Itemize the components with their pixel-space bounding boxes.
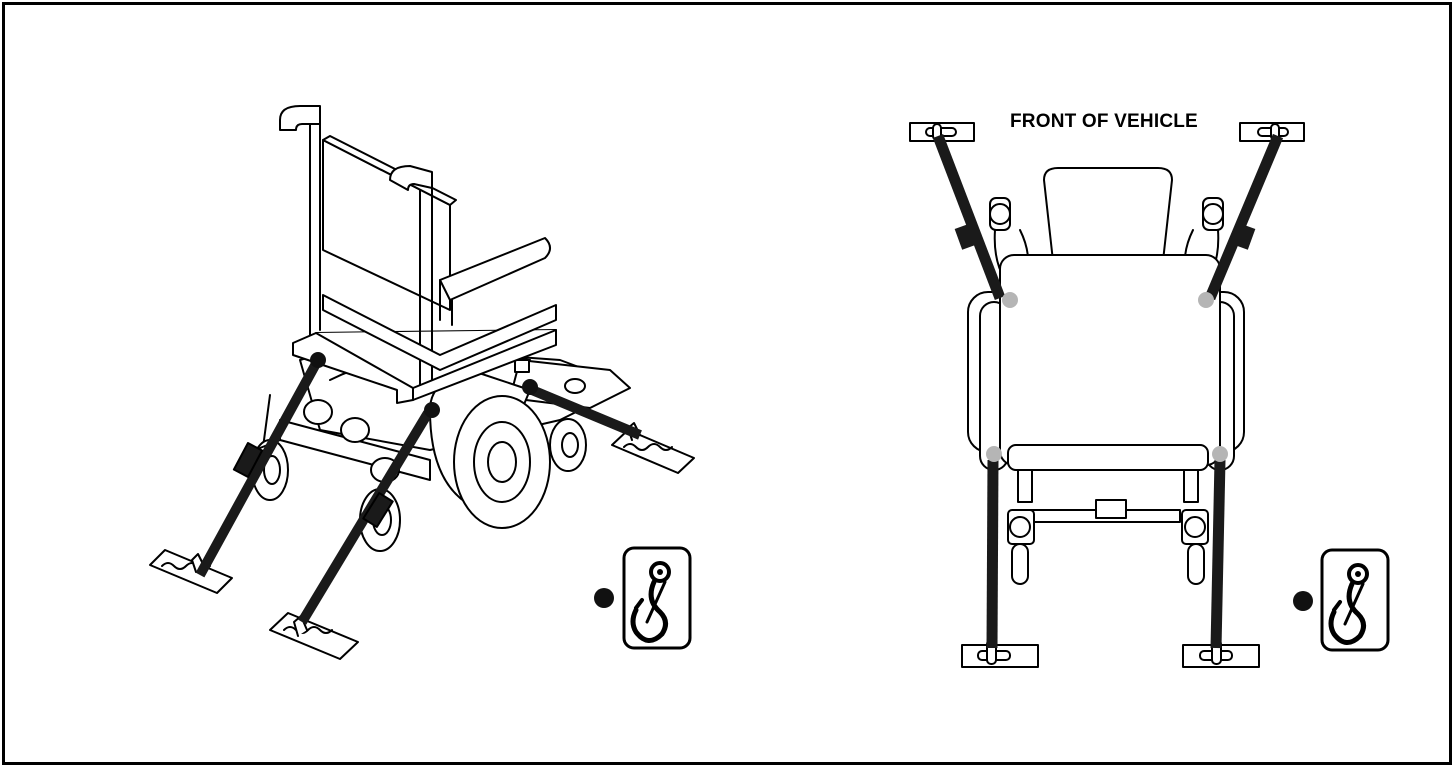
securement-legend-left [594, 546, 692, 650]
headrest [1043, 167, 1173, 271]
attach-point-front [522, 379, 538, 395]
securement-legend-right [1293, 548, 1390, 652]
attach-point-rear-left [310, 352, 326, 368]
legend-marker-dot [1293, 591, 1313, 611]
floor-anchor-rear-right [269, 612, 359, 660]
front-casters [989, 197, 1224, 281]
seat-cushion [322, 237, 557, 371]
lower-frame [1007, 469, 1209, 585]
securement-hook-icon [1320, 548, 1390, 652]
front-of-vehicle-label: FRONT OF VEHICLE [1010, 111, 1198, 132]
anchor-bottom-left [961, 639, 1039, 668]
seat-top [999, 254, 1221, 466]
anchor-top-left [909, 122, 975, 142]
top-attach-rear-left [986, 446, 1002, 462]
top-view-straps [932, 133, 1284, 649]
top-attach-front-left [1002, 292, 1018, 308]
top-attach-front-right [1198, 292, 1214, 308]
drive-wheel [429, 369, 551, 529]
seat-front-edge [1007, 444, 1209, 471]
securement-hook-icon [622, 546, 692, 650]
top-view-wheelchair [909, 122, 1305, 668]
tie-down-strap-rear-right [297, 410, 433, 625]
backrest [279, 105, 457, 386]
legend-marker-dot [594, 588, 614, 608]
attach-point-rear-right [424, 402, 440, 418]
tie-down-strap-rear-left [195, 357, 323, 578]
top-attach-rear-right [1212, 446, 1228, 462]
isometric-wheelchair [149, 105, 695, 660]
floor-anchor-rear-left [149, 549, 233, 594]
tie-down-strap-front [530, 385, 642, 440]
